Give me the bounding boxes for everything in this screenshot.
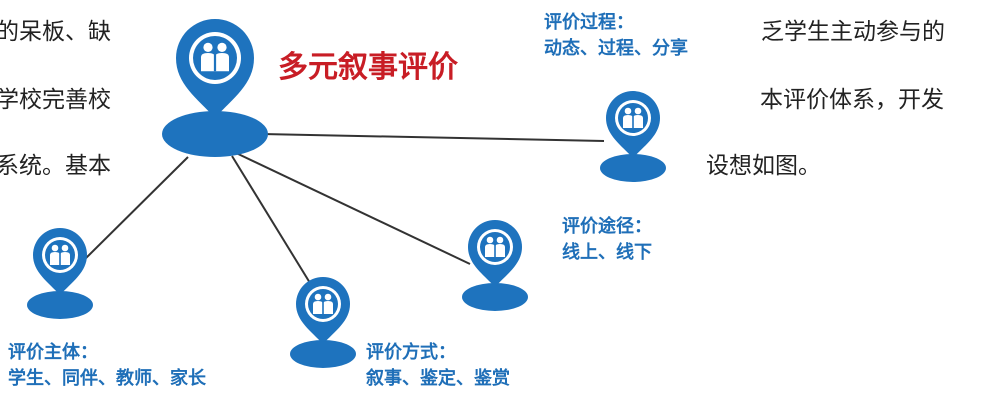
route-label: 评价途径： 线上、线下 <box>562 214 652 266</box>
connector-process <box>261 133 605 142</box>
connector-subject <box>81 156 189 263</box>
connector-route <box>233 151 471 265</box>
process-label: 评价过程： 动态、过程、分享 <box>544 10 688 62</box>
method-detail: 叙事、鉴定、鉴赏 <box>366 368 510 389</box>
body-text-line3-left: 系统。基本 <box>0 153 111 179</box>
connector-method <box>231 155 319 297</box>
body-text-line1-left: 的呆板、缺 <box>0 19 111 45</box>
body-text-line2-right: 本评价体系，开发 <box>760 87 944 113</box>
route-node <box>462 220 528 311</box>
method-heading: 评价方式： <box>366 342 456 363</box>
subject-heading: 评价主体： <box>8 342 98 363</box>
subject-detail: 学生、同伴、教师、家长 <box>8 368 206 389</box>
connector-lines <box>81 133 605 297</box>
subject-label: 评价主体： 学生、同伴、教师、家长 <box>8 340 206 392</box>
method-label: 评价方式： 叙事、鉴定、鉴赏 <box>366 340 510 392</box>
process-node <box>600 91 666 182</box>
method-node <box>290 277 356 368</box>
body-text-line3-right: 设想如图。 <box>706 153 821 179</box>
route-detail: 线上、线下 <box>562 242 652 263</box>
route-heading: 评价途径： <box>562 216 652 237</box>
diagram-title: 多元叙事评价 <box>278 50 458 85</box>
process-detail: 动态、过程、分享 <box>544 38 688 59</box>
main-node <box>162 19 268 157</box>
body-text-line2-left: 学校完善校 <box>0 87 111 113</box>
subject-node <box>27 228 93 319</box>
process-heading: 评价过程： <box>544 12 634 33</box>
body-text-line1-right: 乏学生主动参与的 <box>761 19 945 45</box>
